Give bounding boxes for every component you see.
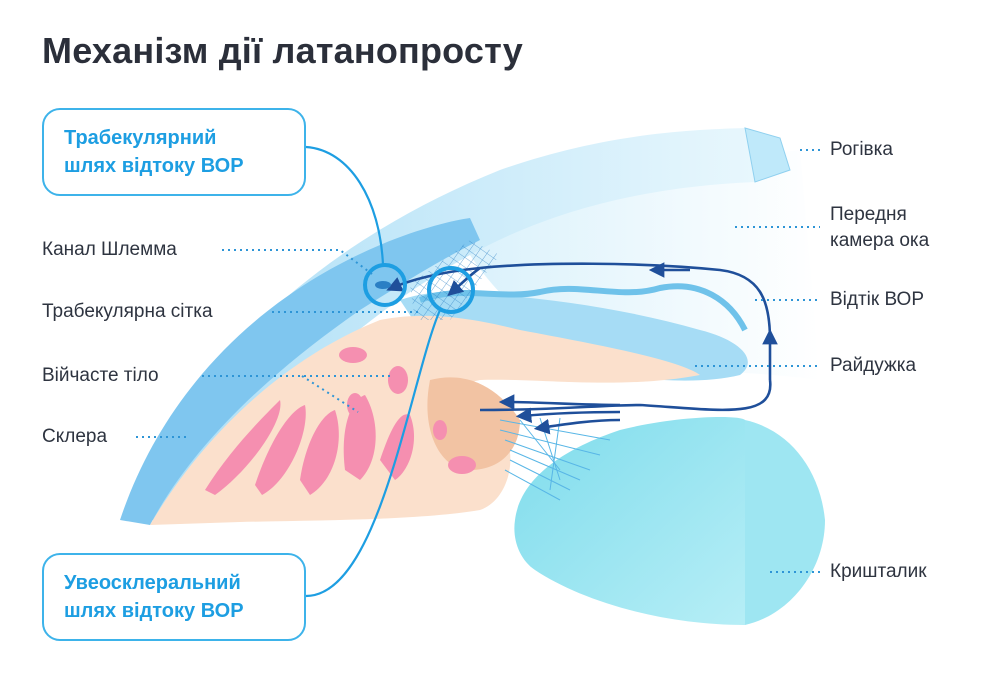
ciliary-vessels — [205, 347, 476, 495]
outflow-label: Відтік ВОР — [830, 289, 924, 310]
leader-lines — [136, 149, 820, 573]
trabecular-arrow-to-mesh — [447, 266, 481, 297]
uveoscleral-pathway-line2: шлях відтоку ВОР — [64, 600, 244, 622]
trabecular-meshwork-label: Трабекулярна сітка — [42, 301, 213, 322]
uveoscleral-arrows — [498, 394, 621, 435]
trabecular-pathway-line2: шлях відтоку ВОР — [64, 155, 244, 177]
anterior-chamber-label-line2: камера ока — [830, 230, 930, 251]
lens-shape — [514, 417, 745, 625]
ciliary-processes — [427, 377, 520, 470]
ciliary-body-label: Війчасте тіло — [42, 365, 159, 386]
uveoscleral-box-connector — [305, 309, 442, 598]
uveoscleral-pathway-box: Увеосклеральний шлях відтоку ВОР — [42, 553, 306, 641]
outflow-right-arrow — [479, 379, 772, 412]
lens-label: Кришталик — [830, 561, 927, 582]
cornea-edge — [744, 127, 791, 183]
sclera-shape — [120, 218, 480, 525]
trabecular-pathway-box: Трабекулярний шлях відтоку ВОР — [42, 108, 306, 196]
anterior-chamber-label: Передня камера ока — [830, 202, 929, 254]
schlemm-canal-label: Канал Шлемма — [42, 239, 177, 260]
anterior-chamber-label-line1: Передня — [830, 204, 907, 225]
schlemm-canal-lumen — [375, 281, 391, 289]
iris-label: Райдужка — [830, 355, 917, 376]
trabecular-meshwork-circle — [427, 266, 475, 314]
cornea-label: Рогівка — [830, 139, 893, 160]
page-title: Механізм дії латанопросту — [42, 30, 524, 71]
uveoscleral-pathway-line1: Увеосклеральний — [64, 572, 241, 594]
sclera-label: Склера — [42, 426, 108, 447]
trabecular-pathway-line1: Трабекулярний — [64, 127, 217, 149]
iris-wave — [418, 283, 748, 332]
schlemm-canal-circle — [363, 263, 407, 307]
lens-edge — [745, 420, 825, 625]
ciliary-body-shape — [150, 315, 700, 525]
trabecular-box-connector — [305, 145, 385, 266]
